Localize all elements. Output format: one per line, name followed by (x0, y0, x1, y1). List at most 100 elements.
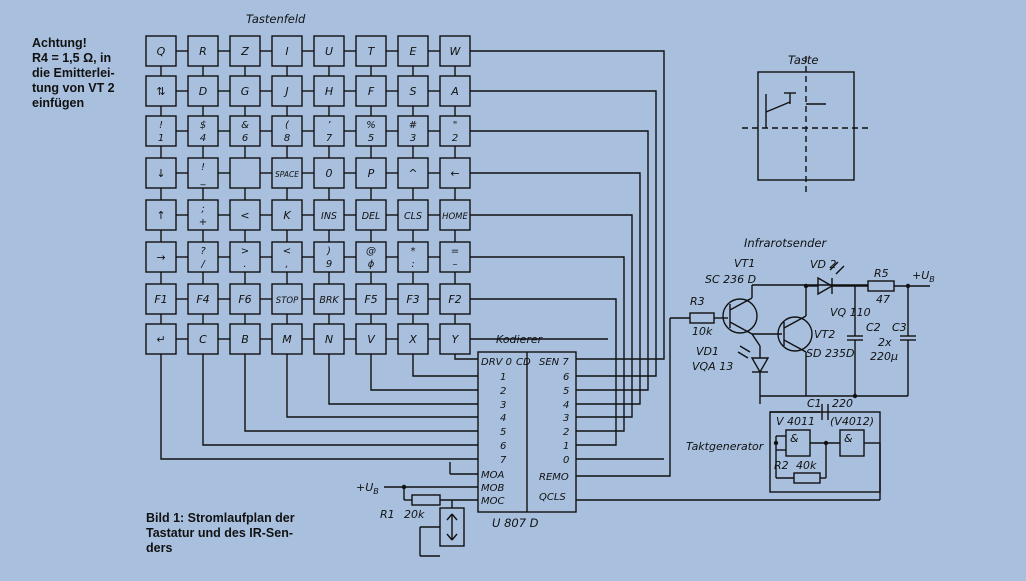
vt2-type: SD 235D (806, 347, 854, 360)
key-label: A (450, 85, 459, 98)
encoder-qcls: QCLS (539, 492, 566, 503)
key-label: M (282, 333, 292, 346)
key-label: E (410, 45, 417, 58)
wire (576, 400, 671, 477)
wire (412, 354, 478, 377)
wire (470, 298, 617, 446)
vt2-label: VT2 (814, 328, 835, 341)
wire (244, 354, 478, 432)
gate-1-symbol: & (790, 432, 799, 445)
sen-pin-label: 1 (563, 441, 569, 452)
key-label: < (240, 209, 249, 222)
key-label: F5 (364, 293, 377, 306)
key-label: ↵ (156, 333, 165, 346)
key-label: K (283, 209, 291, 222)
key-label: S (410, 85, 417, 98)
encoder-title: Kodierer (496, 333, 544, 346)
r1-label: R1 (380, 508, 395, 521)
key-r1-c3: Z (229, 35, 261, 67)
key-upper-label: " (453, 120, 458, 131)
r3-label: R3 (690, 295, 705, 308)
warning-note: Achtung! R4 = 1,5 Ω, in die Emitterlei- … (32, 36, 142, 111)
wire (470, 50, 665, 360)
key-lower-label: 6 (242, 133, 248, 144)
wire (470, 214, 633, 418)
key-label: J (283, 85, 288, 98)
key-label: ^ (408, 167, 417, 180)
key-r3-c5: ’7 (313, 115, 345, 147)
key-label: R (199, 45, 207, 58)
encoder-remo: REMO (539, 472, 569, 483)
key-r3-c7: #3 (397, 115, 429, 147)
key-r7-c1: F1 (145, 283, 177, 315)
key-r5-c8: HOME (439, 199, 471, 231)
key-label: STOP (276, 296, 299, 306)
supply-left-net (384, 462, 478, 557)
vd1-type: VQA 13 (692, 360, 733, 373)
key-r1-c2: R (187, 35, 219, 67)
wire (160, 354, 478, 460)
key-lower-label: 3 (410, 133, 416, 144)
key-r6-c6: @ϕ (355, 241, 387, 273)
key-r4-c7: ^ (397, 157, 429, 189)
key-upper-label: ! (201, 162, 205, 173)
wire (286, 354, 478, 418)
key-r5-c3: < (229, 199, 261, 231)
key-r2-c5: H (313, 75, 345, 107)
gate-2-symbol: & (844, 432, 853, 445)
warning-note-line: tung von VT 2 (32, 81, 115, 95)
ir-node-3 (852, 393, 858, 399)
key-r5-c4: K (271, 199, 303, 231)
key-upper-label: < (283, 246, 291, 257)
taste-title: Taste (788, 53, 818, 67)
key-r8-c4: M (271, 323, 303, 355)
key-label: F4 (196, 293, 209, 306)
key-label: Y (452, 333, 460, 346)
supply-left-label: +UB (356, 481, 379, 496)
caption-line: ders (146, 541, 173, 555)
key-label: ← (450, 167, 459, 180)
key-upper-label: ( (285, 120, 290, 131)
key-label: F (368, 85, 375, 98)
key-r7-c4: STOP (271, 283, 303, 315)
mo-pin-label: MOA (481, 470, 504, 481)
key-lower-label: / (200, 259, 206, 270)
key-label: T (368, 45, 376, 58)
key-r7-c8: F2 (439, 283, 471, 315)
key-upper-label: $ (200, 120, 206, 131)
wire (470, 172, 641, 405)
supply-right-label: +UB (912, 269, 935, 284)
r3-value: 10k (692, 325, 713, 338)
key-upper-label: * (411, 246, 416, 257)
wire (470, 130, 649, 391)
r1-value: 20k (404, 508, 425, 521)
key-label: Q (157, 45, 166, 58)
key-lower-label: 8 (284, 133, 290, 144)
key-upper-label: # (409, 120, 417, 131)
key-r6-c4: <, (271, 241, 303, 273)
wire (470, 256, 625, 432)
key-upper-label: @ (366, 246, 376, 257)
key-r4-c8: ← (439, 157, 471, 189)
key-r1-c6: T (355, 35, 387, 67)
key-lower-label: _ (200, 175, 207, 186)
key-r8-c3: B (229, 323, 261, 355)
key-r2-c8: A (439, 75, 471, 107)
key-lower-label: 4 (200, 133, 206, 144)
r2-label: R2 (774, 459, 789, 472)
key-r7-c7: F3 (397, 283, 429, 315)
caption-line: Bild 1: Stromlaufplan der (146, 511, 295, 525)
ir-title: Infrarotsender (744, 236, 828, 250)
v4012-label: (V4012) (830, 415, 874, 428)
drv-pin-label: 7 (500, 455, 507, 466)
key-r8-c2: C (187, 323, 219, 355)
key-r5-c2: ;+ (187, 199, 219, 231)
key-r5-c6: DEL (355, 199, 387, 231)
key-r7-c2: F4 (187, 283, 219, 315)
vd1-label: VD1 (696, 345, 719, 358)
key-label: → (156, 251, 165, 264)
vt1-label: VT1 (734, 257, 755, 270)
key-label: ↓ (156, 167, 165, 180)
